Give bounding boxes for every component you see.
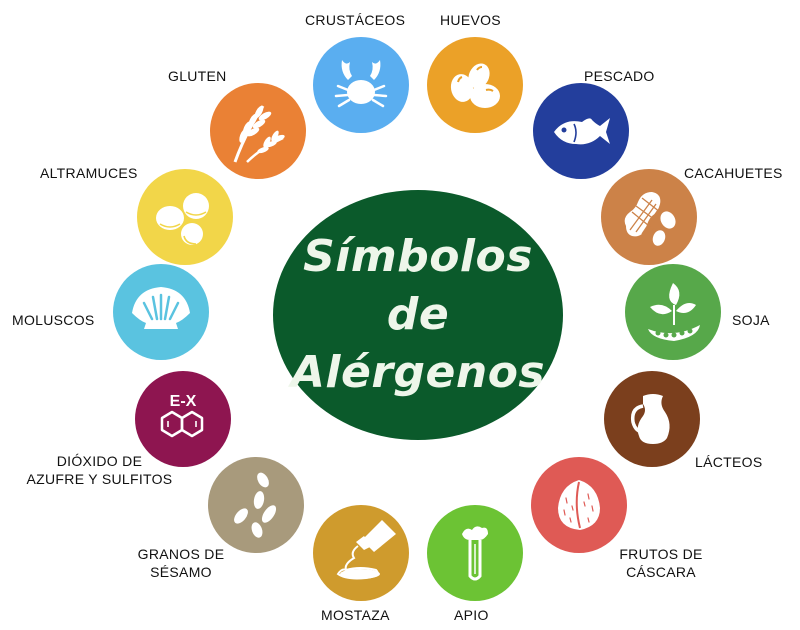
label-crustaceos: CRUSTÁCEOS	[305, 12, 406, 28]
allergen-sesamo	[208, 457, 304, 553]
label-frutos-cascara-line1: FRUTOS DE	[619, 546, 703, 562]
molecule-icon: E-X	[160, 393, 204, 438]
label-sesamo-line1: GRANOS DE	[137, 546, 225, 562]
allergen-cacahuetes	[601, 169, 697, 265]
label-frutos-cascara-line2: CÁSCARA	[626, 564, 696, 580]
label-altramuces: ALTRAMUCES	[40, 165, 138, 181]
peanut-icon	[624, 192, 676, 246]
sesame-seeds-icon	[234, 472, 277, 538]
label-huevos: HUEVOS	[440, 12, 501, 28]
allergen-altramuces	[137, 169, 233, 265]
celery-icon	[462, 526, 488, 581]
label-sesamo-line2: SÉSAMO	[150, 564, 212, 580]
label-sulfitos-line1: DIÓXIDO DE	[56, 453, 143, 469]
allergen-crustaceos	[313, 37, 409, 133]
crab-icon	[334, 60, 388, 108]
label-cacahuetes: CACAHUETES	[684, 165, 783, 181]
title-line-1: Símbolos	[303, 231, 533, 282]
label-sesamo: GRANOS DE SÉSAMO	[126, 545, 236, 581]
label-moluscos: MOLUSCOS	[12, 312, 95, 328]
title-line-2: de	[386, 289, 450, 340]
allergen-soja	[625, 264, 721, 360]
title-line-3: Alérgenos	[290, 347, 546, 398]
allergen-pescado	[533, 83, 629, 179]
label-frutos-cascara: FRUTOS DE CÁSCARA	[611, 545, 711, 581]
lupin-beans-icon	[156, 193, 209, 245]
wheat-icon	[233, 105, 285, 163]
page-title: Símbolos de Alérgenos	[273, 190, 563, 440]
label-mostaza: MOSTAZA	[321, 607, 390, 623]
allergen-mostaza	[313, 505, 409, 601]
allergen-apio	[427, 505, 523, 601]
svg-text:E-X: E-X	[170, 393, 197, 410]
allergen-moluscos	[113, 264, 209, 360]
eggs-icon	[450, 63, 500, 108]
mustard-bottle-icon	[336, 520, 396, 580]
allergen-frutos-cascara	[531, 457, 627, 553]
allergen-huevos	[427, 37, 523, 133]
allergen-gluten	[210, 83, 306, 179]
shell-icon	[132, 287, 190, 329]
label-sulfitos-line2: AZUFRE Y SULFITOS	[26, 471, 173, 487]
label-pescado: PESCADO	[584, 68, 655, 84]
soy-plant-icon	[648, 283, 700, 341]
milk-jug-icon	[630, 394, 670, 444]
fish-icon	[554, 118, 610, 145]
walnut-icon	[558, 480, 600, 530]
label-soja: SOJA	[732, 312, 770, 328]
label-sulfitos: DIÓXIDO DE AZUFRE Y SULFITOS	[12, 452, 187, 488]
label-lacteos: LÁCTEOS	[695, 454, 763, 470]
label-gluten: GLUTEN	[168, 68, 227, 84]
center-title-circle	[273, 190, 563, 440]
label-apio: APIO	[454, 607, 489, 623]
allergen-lacteos	[604, 371, 700, 467]
allergen-sulfitos: E-X	[135, 371, 231, 467]
